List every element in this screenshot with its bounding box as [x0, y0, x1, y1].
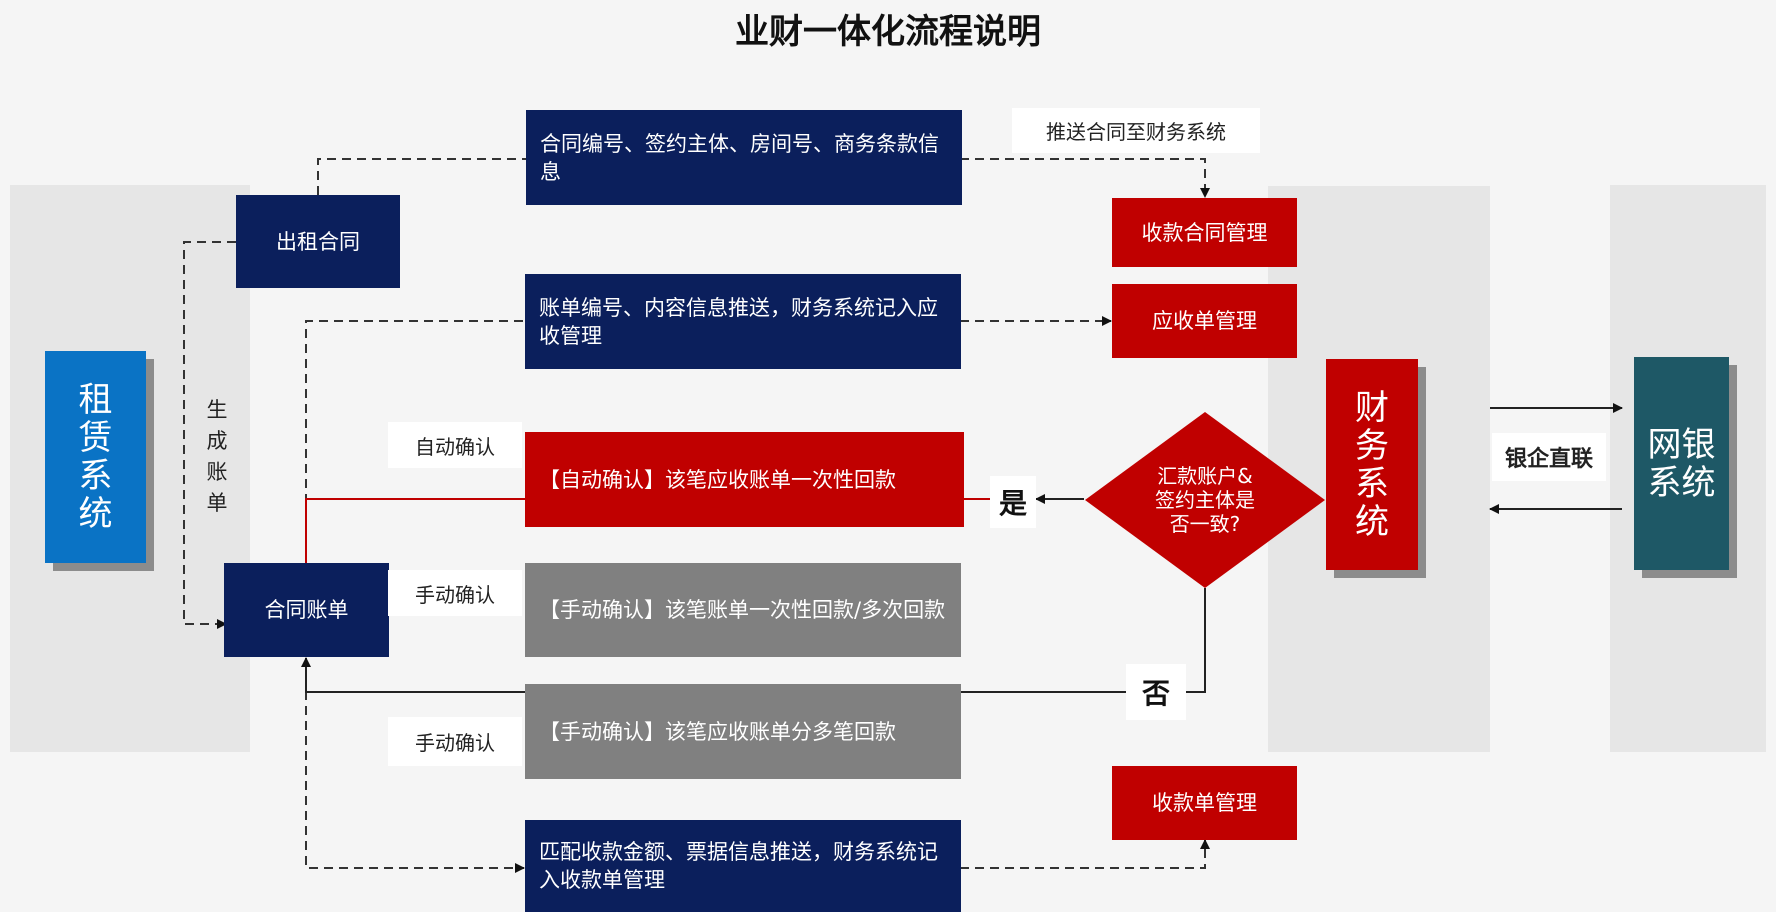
contract-push-connector-2	[960, 158, 1210, 198]
decision-text: 汇款账户&签约主体是否一致?	[1155, 464, 1255, 536]
lease-system-box: 租赁系统	[45, 351, 146, 563]
manual-confirm-box-1: 【手动确认】该笔账单一次性回款/多次回款	[525, 563, 961, 657]
auto-confirm-label: 自动确认	[388, 422, 522, 468]
match-push-connector-2	[960, 839, 1210, 869]
push-contract-label: 推送合同至财务系统	[1012, 108, 1260, 153]
match-info-box: 匹配收款金额、票据信息推送，财务系统记入收款单管理	[525, 820, 961, 912]
online-bank-system-box: 网银系统	[1634, 357, 1729, 570]
receivable-mgmt-box: 应收单管理	[1112, 284, 1297, 358]
match-push-connector	[305, 661, 525, 873]
lease-contract-box: 出租合同	[236, 195, 400, 288]
manual-confirm-label-1: 手动确认	[388, 570, 522, 616]
contract-bill-box: 合同账单	[224, 563, 389, 657]
decision-diamond	[1085, 412, 1325, 588]
bill-info-box: 账单编号、内容信息推送，财务系统记入应收管理	[525, 274, 961, 369]
auto-confirm-box: 【自动确认】该笔应收账单一次性回款	[525, 432, 964, 527]
bank-enterprise-link-label: 银企直联	[1492, 433, 1606, 481]
yes-label: 是	[990, 476, 1036, 528]
receipt-contract-mgmt-box: 收款合同管理	[1112, 198, 1297, 267]
no-connector	[1186, 588, 1206, 693]
contract-info-box: 合同编号、签约主体、房间号、商务条款信息	[526, 110, 962, 205]
auto-confirm-connector	[305, 498, 526, 563]
contract-push-connector	[317, 158, 526, 195]
no-label: 否	[1126, 664, 1186, 720]
bill-push-connector	[305, 320, 526, 563]
finance-system-box: 财务系统	[1326, 359, 1418, 570]
generate-bill-connector	[183, 241, 236, 629]
page-title: 业财一体化流程说明	[735, 12, 1041, 52]
receipt-mgmt-box: 收款单管理	[1112, 766, 1297, 840]
generate-bill-label: 生成账单	[206, 398, 228, 515]
manual-confirm-label-2: 手动确认	[388, 717, 522, 766]
manual-confirm-box-2: 【手动确认】该笔应收账单分多笔回款	[525, 684, 961, 779]
